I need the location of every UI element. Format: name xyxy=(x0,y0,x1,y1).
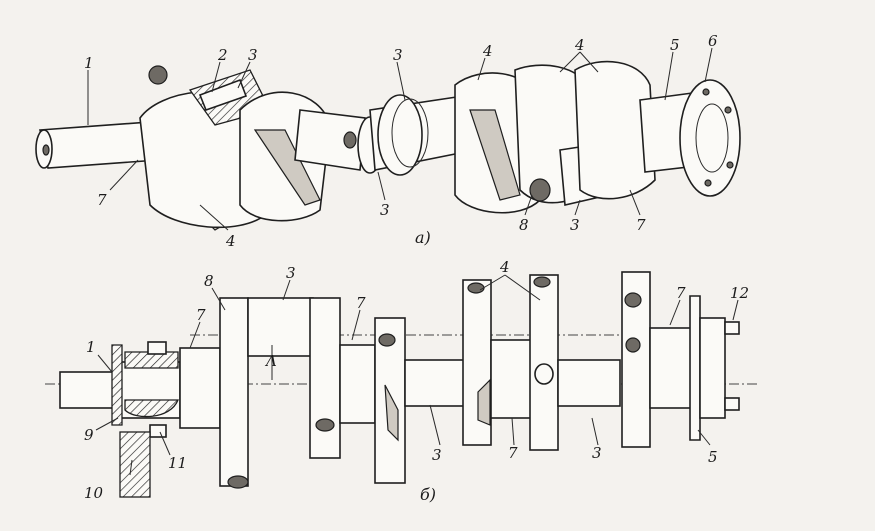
label-b-8: 8 xyxy=(204,272,214,290)
label-a-4b: 4 xyxy=(574,36,585,54)
label-a-6: 6 xyxy=(708,32,718,50)
label-b-5: 5 xyxy=(708,448,718,466)
figure-b-side-view: Λ xyxy=(45,271,760,498)
label-a-5: 5 xyxy=(670,36,680,54)
label-b-4: 4 xyxy=(499,258,510,276)
label-a-3b: 3 xyxy=(393,46,403,64)
label-b-3: 3 xyxy=(286,264,296,282)
label-a-4c: 4 xyxy=(225,232,236,250)
label-a-7: 7 xyxy=(97,191,107,209)
label-b-7d: 7 xyxy=(508,444,518,462)
caption-a: а) xyxy=(415,228,431,247)
label-a-2: 2 xyxy=(217,46,228,64)
label-a-3d: 3 xyxy=(570,216,580,234)
label-b-12: 12 xyxy=(730,284,749,302)
label-b-7: 7 xyxy=(356,294,366,312)
label-b-7c: 7 xyxy=(196,306,206,324)
label-b-9: 9 xyxy=(84,426,94,444)
label-a-8: 8 xyxy=(519,216,529,234)
label-a-1: 1 xyxy=(84,54,94,72)
label-a-4: 4 xyxy=(482,42,493,60)
label-b-3b: 3 xyxy=(432,446,442,464)
label-a-3: 3 xyxy=(248,46,258,64)
label-b-11: 11 xyxy=(168,454,187,472)
dimension-marker: Λ xyxy=(264,352,277,370)
label-b-1: 1 xyxy=(86,338,96,356)
label-b-10: 10 xyxy=(84,484,104,502)
caption-b: б) xyxy=(420,485,436,504)
label-a-3c: 3 xyxy=(380,201,390,219)
label-b-7b: 7 xyxy=(676,284,686,302)
label-b-3c: 3 xyxy=(592,444,602,462)
figure-a-perspective xyxy=(35,47,741,231)
label-a-7b: 7 xyxy=(636,216,646,234)
